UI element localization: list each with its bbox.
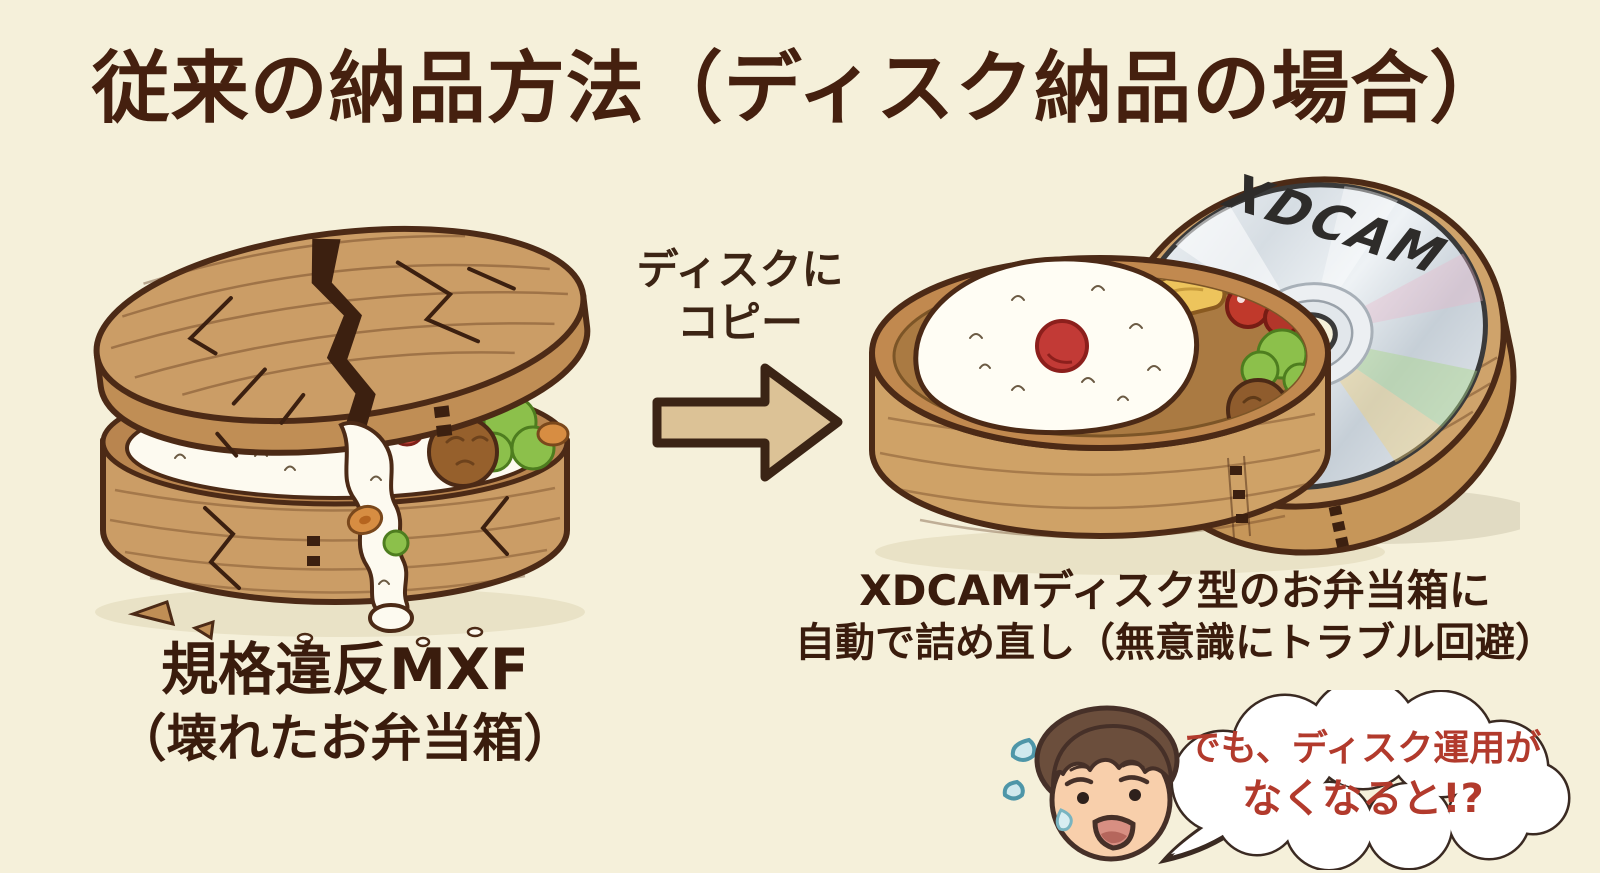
arrow-label: ディスクに コピー [600, 244, 880, 349]
sweat-drops-icon [1002, 737, 1037, 801]
speech-bubble [1157, 690, 1571, 870]
left-caption: 規格違反MXF （壊れたお弁当箱） [60, 634, 630, 772]
left-caption-line-2: （壊れたお弁当箱） [115, 709, 575, 769]
speech-bubble-text: でも、ディスク運用が なくなると!? [1163, 726, 1563, 825]
worried-face-illustration [1002, 705, 1180, 862]
lid-crack-lines [187, 260, 516, 458]
body-crack-lines [203, 496, 509, 590]
cheek-sweat [1055, 808, 1073, 832]
broken-bento-illustration [93, 225, 591, 648]
right-caption-line-2: 自動で詰め直し（無意識にトラブル回避） [795, 619, 1555, 666]
packed-bento-box [869, 255, 1331, 539]
worried-eyebrows [1064, 762, 1150, 787]
arrow-label-line-1: ディスクに [636, 245, 844, 294]
xdcam-bento-illustration: XDCAM [869, 158, 1520, 575]
crumbs [127, 600, 484, 648]
right-caption: XDCAMディスク型のお弁当箱に 自動で詰め直し（無意識にトラブル回避） [775, 564, 1575, 669]
speech-line-2: なくなると!? [1242, 775, 1484, 822]
rice-mound [913, 256, 1200, 436]
speech-line-1: でも、ディスク運用が [1184, 728, 1542, 769]
left-caption-line-1: 規格違反MXF [161, 637, 529, 703]
page-title: 従来の納品方法（ディスク納品の場合） [91, 44, 1509, 134]
left-shadow [95, 587, 585, 637]
arrow-label-line-2: コピー [676, 297, 803, 347]
cracked-lid [93, 225, 591, 458]
lid-crack-gap [311, 238, 376, 434]
right-caption-line-1: XDCAMディスク型のお弁当箱に [859, 566, 1491, 615]
right-arrow-icon [652, 363, 843, 482]
spilling-rice [338, 421, 414, 633]
